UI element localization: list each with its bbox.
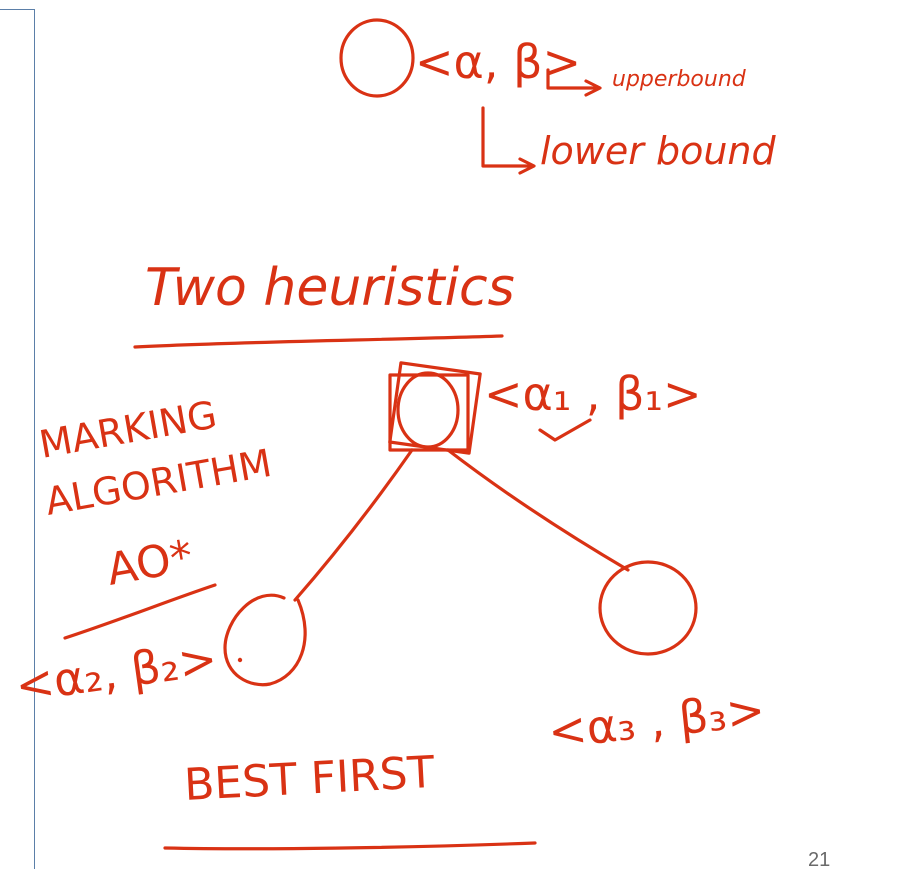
lower-bound-label: lower bound: [540, 129, 777, 173]
root-node-circle: [396, 371, 460, 449]
slide-number: 21: [808, 849, 831, 871]
root-node-box: [388, 373, 470, 452]
edge-root-left: [293, 448, 414, 602]
lower-bound-arrowhead: [518, 157, 536, 175]
legend-node-circle: [339, 18, 415, 98]
left-child-tuple: <α₂, β₂>: [12, 631, 220, 713]
left-child-circle: [223, 593, 307, 687]
ao-star-label: AO*: [103, 531, 197, 596]
upper-bound-arrowhead: [584, 79, 602, 97]
edge-root-right: [446, 448, 630, 572]
right-child-circle: [598, 560, 698, 656]
root-check-mark: [538, 418, 592, 442]
algorithm-underline: [63, 583, 217, 640]
right-child-tuple: <α₃ , β₃>: [546, 682, 768, 758]
left-child-dot: [237, 657, 243, 663]
lower-bound-arrow: [481, 106, 532, 168]
heading-underline: [133, 334, 504, 349]
upper-bound-label: upperbound: [612, 67, 747, 92]
best-first-label: BEST FIRST: [183, 747, 436, 811]
heading-two-heuristics: Two heuristics: [145, 258, 515, 318]
upper-bound-arrow: [546, 68, 597, 90]
slide-frame-border: [34, 9, 35, 869]
root-node-tuple: <α₁ , β₁>: [484, 367, 702, 421]
legend-tuple: <α, β>: [415, 35, 581, 89]
best-first-underline: [163, 841, 537, 851]
slide-frame-line: [0, 9, 34, 10]
